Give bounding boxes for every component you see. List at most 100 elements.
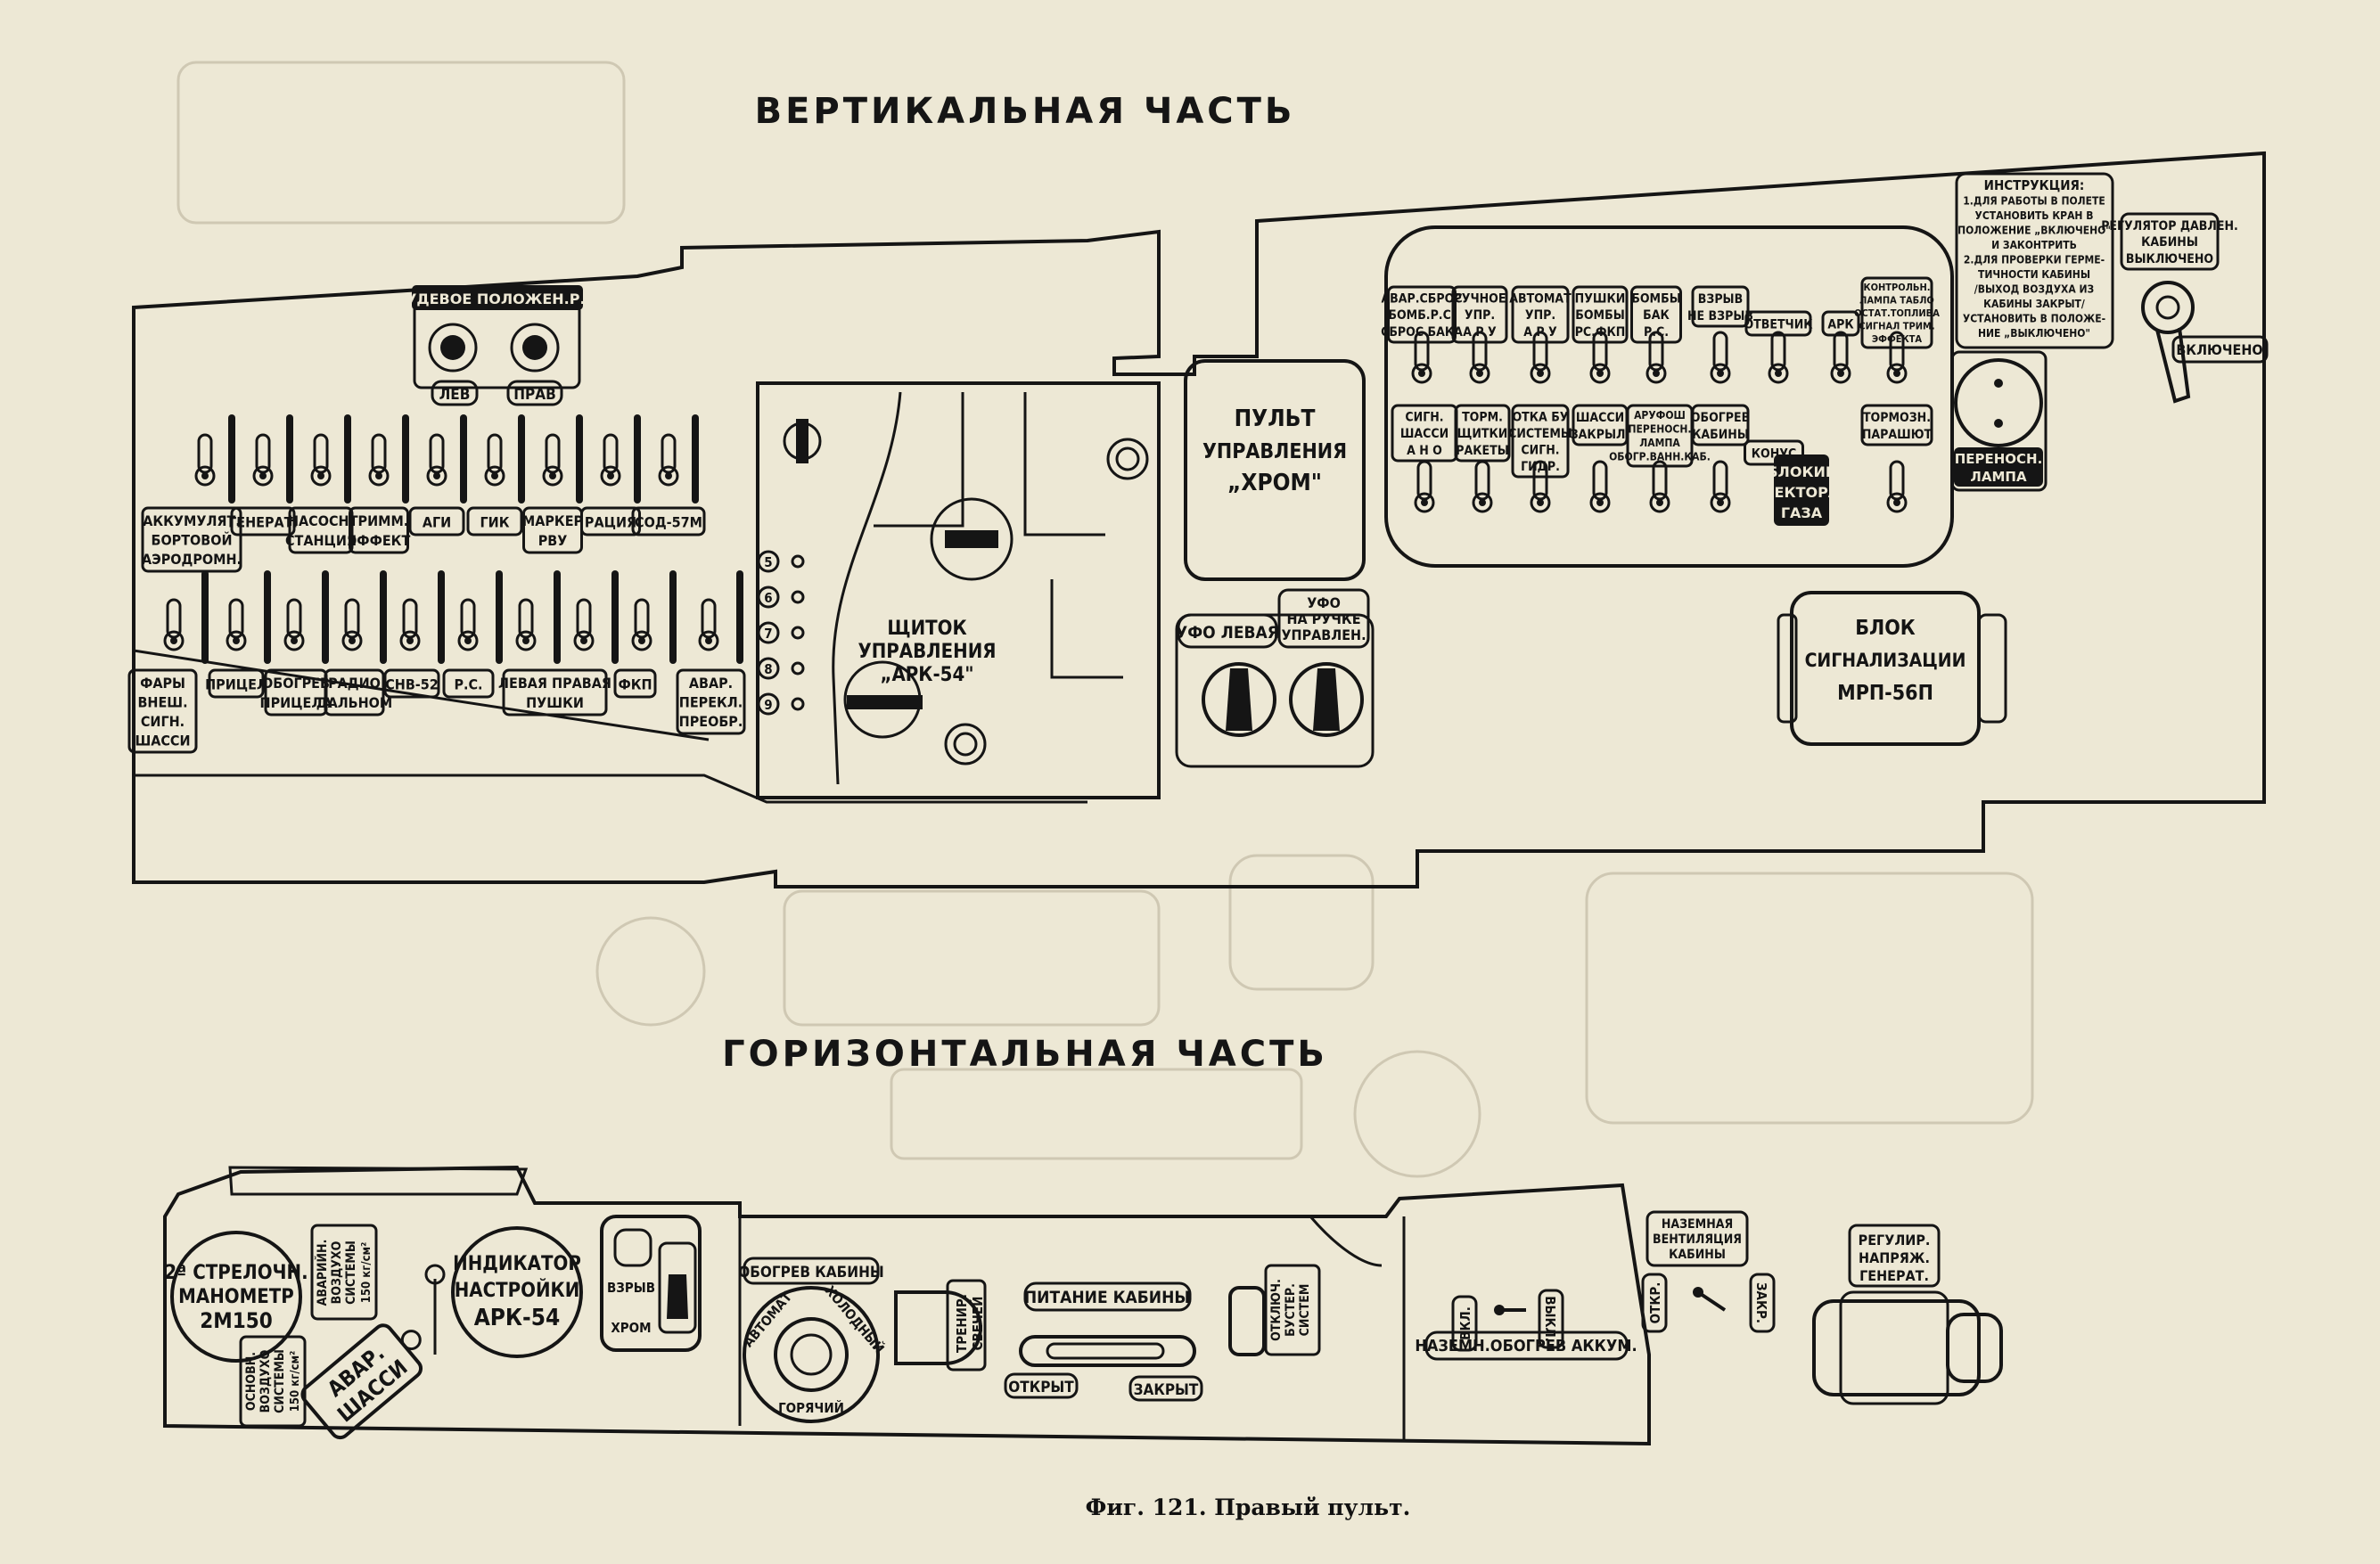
- panel-top-label-3-line: УПР.: [1525, 308, 1555, 323]
- ufo-left-knob[interactable]: [1202, 662, 1276, 737]
- ground-vent-toggle[interactable]: [1696, 1290, 1727, 1312]
- top-label-3-line: НАСОСН.: [288, 512, 354, 529]
- panel-bottom-toggle-8[interactable]: [1886, 460, 1908, 513]
- ark-channel-8[interactable]: 8: [757, 657, 805, 680]
- heading-vertical: ВЕРТИКАЛЬНАЯ ЧАСТЬ: [755, 91, 1296, 132]
- nuclear-left-label: ЛЕВ: [439, 386, 471, 404]
- panel-top-toggle-1[interactable]: [1411, 331, 1432, 384]
- panel-top-toggle-3[interactable]: [1530, 331, 1551, 384]
- bottom-toggle-10[interactable]: [698, 598, 719, 651]
- booster-switch-body[interactable]: [1228, 1286, 1266, 1356]
- panel-bottom-toggle-6[interactable]: [1710, 460, 1731, 513]
- svg-text:9: 9: [764, 697, 772, 713]
- portable-lamp-socket[interactable]: [1954, 358, 2043, 447]
- top-label-2-line: ГЕНЕРАТ.: [228, 514, 298, 531]
- panel-top-toggle-6[interactable]: [1710, 331, 1731, 384]
- bottom-toggle-3[interactable]: [283, 598, 305, 651]
- top-toggle-5[interactable]: [426, 433, 447, 487]
- panel-top-label-9-line: ОСТАТ.ТОПЛИВА: [1854, 307, 1940, 319]
- bottom-toggle-1[interactable]: [163, 598, 185, 651]
- ark-indicator-dial: [451, 1226, 583, 1358]
- plug-heat-1: ТРЕНИР.: [954, 1294, 970, 1353]
- bottom-toggle-9[interactable]: [631, 598, 652, 651]
- cabin-heat-label: ОБОГРЕВ КАБИНЫ: [738, 1264, 883, 1281]
- panel-top-label-6-line: ВЗРЫВ: [1698, 292, 1743, 307]
- bottom-label-3-line: ПРИЦЕЛА: [260, 694, 333, 711]
- panel-top-toggle-7[interactable]: [1768, 331, 1789, 384]
- plug-heat-body[interactable]: [894, 1290, 982, 1365]
- bottom-toggle-4[interactable]: [341, 598, 363, 651]
- cabin-supply-slot[interactable]: [1019, 1335, 1196, 1367]
- ark-title-3: „АРК-54": [880, 664, 973, 686]
- bottom-toggle-8[interactable]: [573, 598, 595, 651]
- ground-heat-label: НАЗЕМН.ОБОГРЕВ АККУМ.: [1415, 1337, 1637, 1355]
- svg-text:АВАРИЙН.: АВАРИЙН.: [315, 1240, 330, 1306]
- instruction-line: ИНСТРУКЦИЯ:: [1984, 177, 2085, 193]
- panel-top-toggle-2[interactable]: [1469, 331, 1490, 384]
- ark-knob-bottom[interactable]: [944, 723, 987, 766]
- manometer-2: МАНОМЕТР: [178, 1286, 294, 1308]
- ark-knob-top[interactable]: [1106, 438, 1149, 480]
- ark-channel-7[interactable]: 7: [757, 621, 805, 644]
- svg-text:СИСТЕМЫ: СИСТЕМЫ: [344, 1241, 358, 1305]
- gear-emergency-handle[interactable]: АВАР. ШАССИ: [299, 1310, 438, 1441]
- ufo-right-knob[interactable]: [1289, 662, 1364, 737]
- khrom-blast-2: ХРОМ: [611, 1320, 651, 1336]
- panel-top-label-8: АРК: [1821, 310, 1860, 337]
- bottom-label-5-line: СНВ-52: [385, 676, 439, 693]
- panel-top-toggle-5[interactable]: [1645, 331, 1667, 384]
- ark-channel-5[interactable]: 5: [757, 550, 805, 573]
- bottom-label-9-line: ПЕРЕКЛ.: [679, 694, 743, 711]
- ufo-right-label-2: НА РУЧКЕ: [1286, 610, 1360, 627]
- cabin-heat-dial[interactable]: [743, 1286, 880, 1423]
- panel-bottom-toggle-2[interactable]: [1472, 460, 1493, 513]
- ark-tuning-knob[interactable]: [930, 497, 1014, 581]
- ark-channel-6[interactable]: 6: [757, 585, 805, 609]
- ground-heat-switch: ВКЛ. ВЫКЛ. НАЗЕМН.ОБОГРЕВ АККУМ.: [1415, 1289, 1637, 1361]
- pressure-valve-knob[interactable]: [2141, 281, 2195, 334]
- panel-top-toggle-8[interactable]: [1830, 331, 1851, 384]
- bottom-label-1-line: ВНЕШ.: [137, 693, 187, 710]
- svg-text:СИСТЕМЫ: СИСТЕМЫ: [273, 1349, 287, 1413]
- panel-top-toggle-9[interactable]: [1886, 331, 1908, 384]
- panel-bottom-toggle-5[interactable]: [1649, 460, 1670, 513]
- khrom-line-2: УПРАВЛЕНИЯ: [1202, 440, 1347, 463]
- main-air-label: ОСНОВН. ВОЗДУХО СИСТЕМЫ 150 кг/см²: [239, 1335, 307, 1428]
- top-toggle-9[interactable]: [658, 433, 679, 487]
- top-toggle-4[interactable]: [368, 433, 390, 487]
- bottom-label-4-line: РАДИО: [328, 675, 381, 692]
- blast-switch-guard[interactable]: [658, 1241, 697, 1334]
- top-toggle-7[interactable]: [542, 433, 563, 487]
- gen-reg-knob[interactable]: [1946, 1313, 2003, 1383]
- panel-top-label-4-line: БОМБЫ: [1575, 308, 1625, 323]
- top-toggle-3[interactable]: [310, 433, 332, 487]
- bottom-toggle-6[interactable]: [457, 598, 479, 651]
- bottom-toggle-2[interactable]: [226, 598, 247, 651]
- top-toggle-6[interactable]: [484, 433, 505, 487]
- emergency-air-label: АВАРИЙН. ВОЗДУХО СИСТЕМЫ 150 кг/см²: [310, 1224, 378, 1321]
- panel-bottom-label-1-line: СИГН.: [1405, 411, 1443, 425]
- panel-bottom-toggle-1[interactable]: [1414, 460, 1435, 513]
- panel-bottom-toggle-3[interactable]: [1530, 460, 1551, 513]
- ark-title-2: УПРАВЛЕНИЯ: [858, 641, 996, 663]
- bottom-label-9: АВАР.ПЕРЕКЛ.ПРЕОБР.: [676, 668, 746, 735]
- panel-top-label-2-line: РУЧНОЕ: [1454, 292, 1506, 307]
- top-toggle-1[interactable]: [194, 433, 216, 487]
- top-toggle-8[interactable]: [600, 433, 621, 487]
- panel-top-toggle-4[interactable]: [1589, 331, 1611, 384]
- panel-top-label-7: ОТВЕТЧИК: [1744, 310, 1813, 337]
- ark-channel-9[interactable]: 9: [757, 692, 805, 716]
- top-toggle-2[interactable]: [252, 433, 274, 487]
- nuclear-left-lamp: [428, 323, 478, 373]
- bottom-toggle-7[interactable]: [515, 598, 537, 651]
- panel-bottom-toggle-4[interactable]: [1589, 460, 1611, 513]
- bottom-toggle-5[interactable]: [399, 598, 421, 651]
- panel-top-label-9-line: ЛАМПА ТАБЛО: [1859, 295, 1934, 307]
- left-switch-rows: [163, 414, 743, 664]
- instruction-line: 2.ДЛЯ ПРОВЕРКИ ГЕРМЕ-: [1964, 254, 2105, 266]
- panel-top-label-4-line: ПУШКИ: [1575, 292, 1626, 307]
